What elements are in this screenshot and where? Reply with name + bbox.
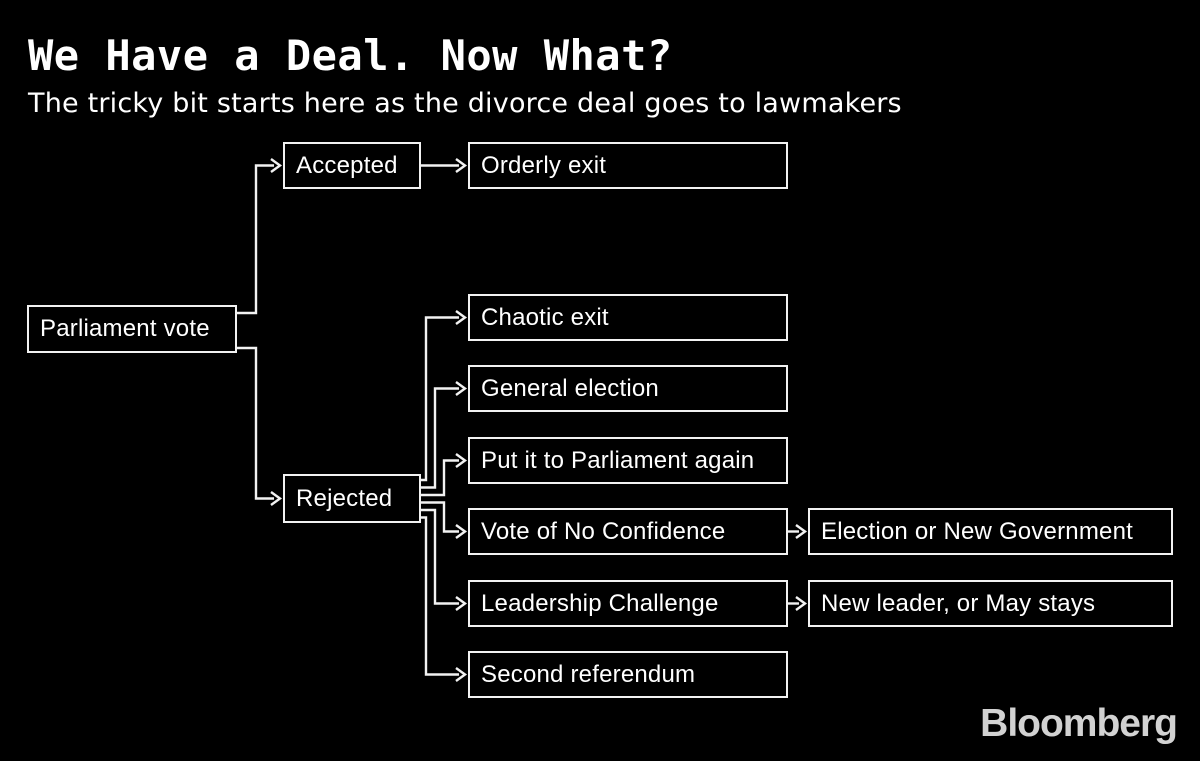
arrowhead-icon [455,596,468,611]
arrowhead-icon [455,381,468,396]
connector-parliament-rejected [237,346,274,500]
chart-subtitle: The tricky bit starts here as the divorc… [28,88,902,119]
connector-rejected-chaotic [421,316,459,482]
arrowhead-icon [270,158,283,173]
node-parliament-vote: Parliament vote [27,305,237,353]
chart-title: We Have a Deal. Now What? [28,31,673,80]
connector-rejected-leadership [421,508,459,605]
node-label: General election [481,374,659,402]
node-label: Vote of No Confidence [481,517,726,545]
node-orderly-exit: Orderly exit [468,142,788,189]
node-label: Second referendum [481,660,696,688]
node-no-confidence: Vote of No Confidence [468,508,788,555]
connector-rejected-second-referendum [421,516,459,676]
node-label: Rejected [296,484,393,512]
arrowhead-icon [455,310,468,325]
connector-rejected-general-election [421,387,459,489]
connector-rejected-parliament-again [421,459,459,497]
arrowhead-icon [455,158,468,173]
node-chaotic-exit: Chaotic exit [468,294,788,341]
arrowhead-icon [455,453,468,468]
arrowhead-icon [455,667,468,682]
node-second-referendum: Second referendum [468,651,788,698]
arrowhead-icon [795,524,808,539]
node-label: Chaotic exit [481,303,609,331]
arrowhead-icon [270,491,283,506]
node-leadership-challenge: Leadership Challenge [468,580,788,627]
node-label: Put it to Parliament again [481,446,755,474]
node-accepted: Accepted [283,142,421,189]
node-label: Leadership Challenge [481,589,719,617]
connector-rejected-no-confidence [421,501,459,533]
arrowhead-icon [455,524,468,539]
node-new-leader-or-may-stays: New leader, or May stays [808,580,1173,627]
node-label: New leader, or May stays [821,589,1096,617]
node-general-election: General election [468,365,788,412]
node-label: Orderly exit [481,151,607,179]
arrowhead-icon [795,596,808,611]
node-label: Accepted [296,151,398,179]
node-label: Election or New Government [821,517,1133,545]
bloomberg-logo: Bloomberg [980,702,1178,745]
node-parliament-again: Put it to Parliament again [468,437,788,484]
connector-parliament-accepted [237,164,274,315]
node-label: Parliament vote [40,315,210,342]
node-rejected: Rejected [283,474,421,523]
node-election-or-new-government: Election or New Government [808,508,1173,555]
